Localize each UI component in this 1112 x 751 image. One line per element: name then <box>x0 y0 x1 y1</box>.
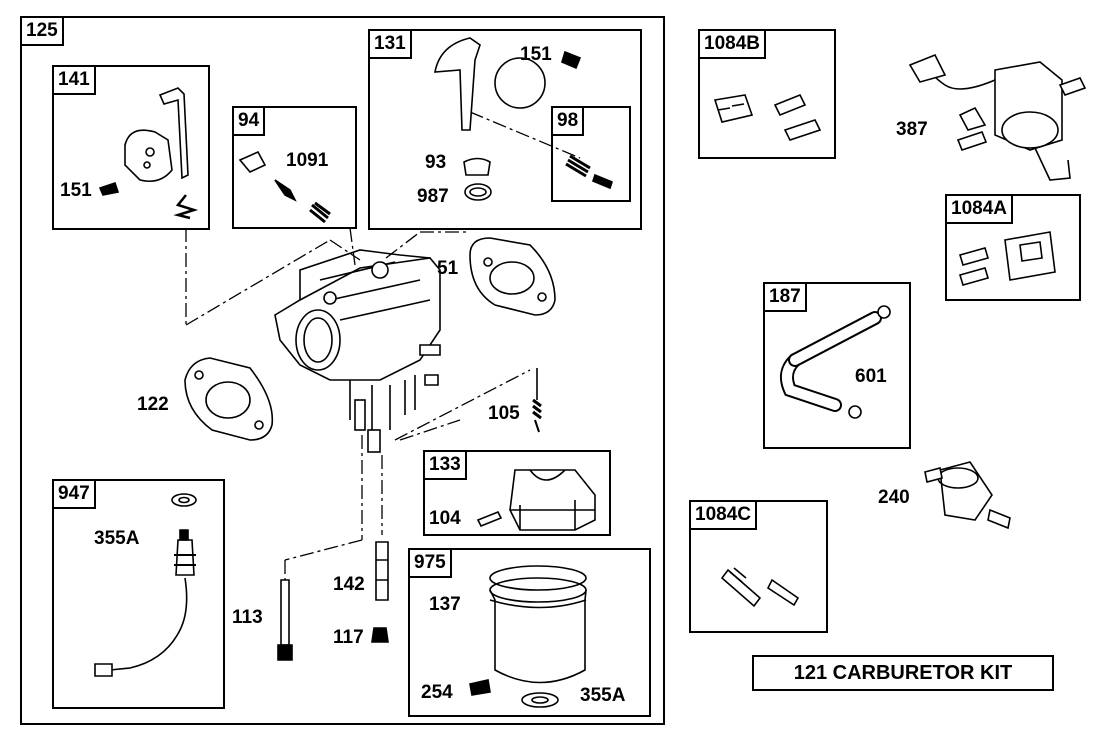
group-1084C-art <box>720 567 800 608</box>
part-label-151-b: 151 <box>520 44 552 65</box>
group-tag-94: 94 <box>232 106 266 136</box>
part-label-122: 122 <box>137 394 169 415</box>
group-box-1084A: 1084A <box>945 194 1081 301</box>
part-label-137: 137 <box>429 594 461 615</box>
group-box-187: 187 <box>763 282 911 449</box>
carburetor-kit-label: 121 CARBURETOR KIT <box>752 655 1054 691</box>
group-1084B-art <box>713 93 822 141</box>
part-label-104: 104 <box>429 508 461 529</box>
group-141-art <box>98 87 199 220</box>
group-box-131: 131 <box>368 29 642 230</box>
carburetor-body <box>274 249 441 453</box>
group-box-975: 975 <box>408 548 651 717</box>
group-tag-947: 947 <box>52 479 96 509</box>
group-tag-98: 98 <box>551 106 585 136</box>
part-label-151-a: 151 <box>60 180 92 201</box>
group-133-art <box>476 469 596 531</box>
part-label-105: 105 <box>488 403 520 424</box>
filter-240-art <box>924 461 1011 530</box>
group-box-133: 133 <box>423 450 611 536</box>
group-box-98: 98 <box>551 106 631 202</box>
jets-art <box>277 541 389 661</box>
part-label-51: 51 <box>437 258 459 279</box>
group-box-141: 141 <box>52 65 210 230</box>
part-label-355A-top: 355A <box>94 528 140 549</box>
part-label-113: 113 <box>232 607 263 628</box>
group-98-art <box>565 154 613 190</box>
group-187-art <box>779 305 891 419</box>
part-label-601: 601 <box>855 366 887 387</box>
part-label-387: 387 <box>896 119 928 140</box>
part-105-art <box>532 368 542 433</box>
gasket-51-art <box>469 237 556 316</box>
part-label-117: 117 <box>333 627 364 648</box>
pump-387-art <box>908 53 1087 181</box>
group-box-1084B: 1084B <box>698 29 836 159</box>
group-tag-131: 131 <box>368 29 412 59</box>
group-tag-1084B: 1084B <box>698 29 766 59</box>
part-label-93: 93 <box>425 152 447 173</box>
group-box-125: 125 <box>20 16 665 725</box>
group-947-art <box>94 493 197 677</box>
part-label-240: 240 <box>878 487 910 508</box>
part-label-142: 142 <box>333 574 365 595</box>
part-label-254: 254 <box>421 682 453 703</box>
group-94-art <box>238 150 331 224</box>
part-label-1091: 1091 <box>286 150 329 171</box>
group-tag-187: 187 <box>763 282 807 312</box>
group-tag-133: 133 <box>423 450 467 480</box>
group-tag-975: 975 <box>408 548 452 578</box>
group-1084A-art <box>958 231 1056 286</box>
group-975-art <box>469 565 587 708</box>
group-tag-1084C: 1084C <box>689 500 757 530</box>
group-tag-125: 125 <box>20 16 64 46</box>
group-tag-1084A: 1084A <box>945 194 1013 224</box>
group-box-947: 947 <box>52 479 225 709</box>
group-box-1084C: 1084C <box>689 500 828 633</box>
group-box-94: 94 <box>232 106 357 229</box>
gasket-122-art <box>184 357 274 441</box>
group-tag-141: 141 <box>52 65 96 95</box>
part-label-355A-bottom: 355A <box>580 685 626 706</box>
part-label-987: 987 <box>417 186 449 207</box>
group-131-art <box>434 37 582 201</box>
